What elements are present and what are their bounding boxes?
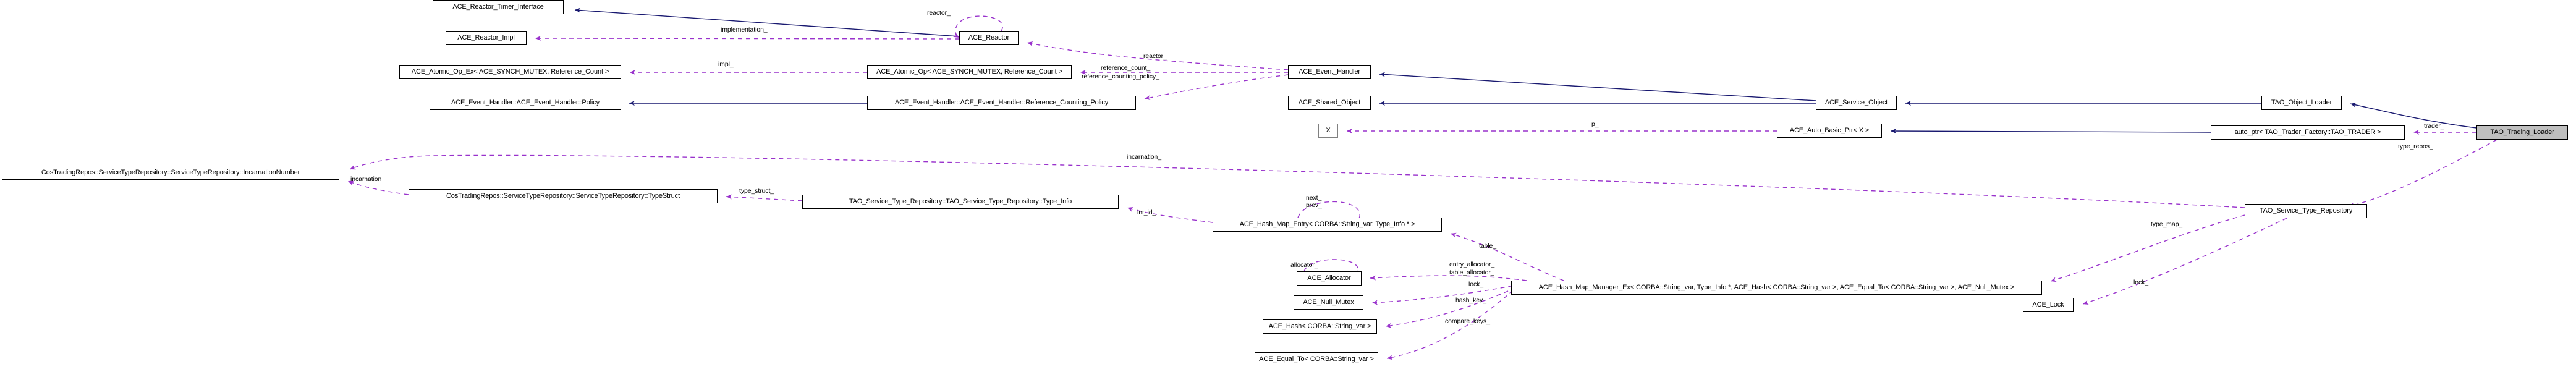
edge-label-allocator: allocator_ [1290,261,1318,269]
edge-label-reference-counting-policy: reference_counting_policy_ [1082,73,1159,80]
class-node-costradingrepos-servicetyperepository-servicetyperepository-[interactable]: CosTradingRepos::ServiceTypeRepository::… [2,166,339,180]
class-node-ace-reactor-impl[interactable]: ACE_Reactor_Impl [446,31,527,45]
edge-label-incarnation: incarnation [350,176,382,183]
edge-label-entry-allocator: entry_allocator_ [1449,261,1495,268]
edge-label-table: table_ [1479,242,1497,250]
class-node-ace-equal-to-corba-string-var[interactable]: ACE_Equal_To< CORBA::String_var > [1255,352,1378,366]
class-node-ace-event-handler-ace-event-handler-reference-counting-polic[interactable]: ACE_Event_Handler::ACE_Event_Handler::Re… [867,96,1136,110]
class-node-ace-reactor-timer-interface[interactable]: ACE_Reactor_Timer_Interface [433,0,564,14]
edge-label-type-repos: type_repos_ [2398,143,2433,150]
class-node-costradingrepos-servicetyperepository-servicetyperepository-[interactable]: CosTradingRepos::ServiceTypeRepository::… [409,189,718,203]
edge-type-struct-to-incarnation [347,180,409,195]
class-node-ace-auto-basic-ptr-x[interactable]: ACE_Auto_Basic_Ptr< X > [1777,124,1882,138]
edge-label-reactor: reactor_ [1143,53,1167,60]
class-node-ace-atomic-op-ace-synch-mutex-reference-count[interactable]: ACE_Atomic_Op< ACE_SYNCH_MUTEX, Referenc… [867,65,1072,79]
class-node-ace-reactor[interactable]: ACE_Reactor [959,31,1019,45]
class-node-tao-object-loader[interactable]: TAO_Object_Loader [2261,96,2342,110]
edge-label-compare-keys: compare_keys_ [1445,318,1490,325]
edge-label-reactor: reactor_ [927,9,951,17]
edge-label-table-allocator: table_allocator_ [1449,269,1494,276]
class-node-ace-atomic-op-ex-ace-synch-mutex-reference-count[interactable]: ACE_Atomic_Op_Ex< ACE_SYNCH_MUTEX, Refer… [399,65,621,79]
usage-edges [347,15,2498,360]
class-node-ace-null-mutex[interactable]: ACE_Null_Mutex [1294,295,1363,310]
edge-manager-to-null-mutex [1371,284,1521,305]
edge-reactor-to-reactor-impl [535,36,960,41]
class-node-ace-hash-corba-string-var[interactable]: ACE_Hash< CORBA::String_var > [1263,319,1377,334]
edge-event-handler-to-ref-counting-policy [1144,74,1289,101]
edge-label-next: next_ [1306,194,1322,201]
class-node-tao-trading-loader[interactable]: TAO_Trading_Loader [2476,125,2568,140]
edge-label-lock: lock_ [2133,279,2149,286]
edge-label-impl: impl_ [718,61,734,68]
edge-label-reference-count: reference_count_ [1101,64,1151,72]
edge-label-type-map: type_map_ [2151,221,2183,228]
edge-label-int-id: int_id_ [1137,209,1156,216]
class-node-ace-hash-map-manager-ex-corba-string-var-type-info-ace-hash-[interactable]: ACE_Hash_Map_Manager_Ex< CORBA::String_v… [1511,281,2042,295]
class-node-ace-event-handler[interactable]: ACE_Event_Handler [1288,65,1371,79]
class-node-ace-service-object[interactable]: ACE_Service_Object [1816,96,1897,110]
edge-service-type-repo-to-type-map [2050,214,2245,282]
edge-label-implementation: implementation_ [721,26,768,33]
edge-label-trader: trader_ [2424,122,2444,130]
edge-trading-loader-to-object-loader [2350,102,2477,129]
class-node-ace-shared-object[interactable]: ACE_Shared_Object [1288,96,1371,110]
edge-type-info-to-type-struct [726,194,803,201]
class-node-x[interactable]: X [1318,124,1338,138]
edge-manager-to-allocator [1370,275,1527,281]
edge-label-lock: lock_ [1468,281,1484,288]
edge-label-incarnation: incarnation_ [1127,153,1162,161]
edge-service-type-repo-to-lock [2082,218,2287,305]
edge-label-type-struct: type_struct_ [739,187,774,195]
class-node-ace-hash-map-entry-corba-string-var-type-info[interactable]: ACE_Hash_Map_Entry< CORBA::String_var, T… [1213,218,1442,232]
class-node-ace-lock[interactable]: ACE_Lock [2023,298,2074,312]
class-node-auto-ptr-tao-trader-factory-tao-trader[interactable]: auto_ptr< TAO_Trader_Factory::TAO_TRADER… [2211,125,2405,140]
edge-label-hash-key: hash_key_ [1455,297,1486,304]
class-node-tao-service-type-repository-tao-service-type-repository-type[interactable]: TAO_Service_Type_Repository::TAO_Service… [802,195,1119,209]
edge-label-p: p_ [1591,121,1599,128]
edge-auto-ptr-to-auto-basic-ptr [1890,129,2211,134]
inheritance-edges [574,7,2477,134]
edge-label-prev: prev_ [1306,201,1322,209]
edge-service-object-to-event-handler [1379,72,1816,101]
class-node-ace-allocator[interactable]: ACE_Allocator [1297,271,1362,286]
class-node-tao-service-type-repository[interactable]: TAO_Service_Type_Repository [2245,204,2367,218]
class-node-ace-event-handler-ace-event-handler-policy[interactable]: ACE_Event_Handler::ACE_Event_Handler::Po… [430,96,621,110]
